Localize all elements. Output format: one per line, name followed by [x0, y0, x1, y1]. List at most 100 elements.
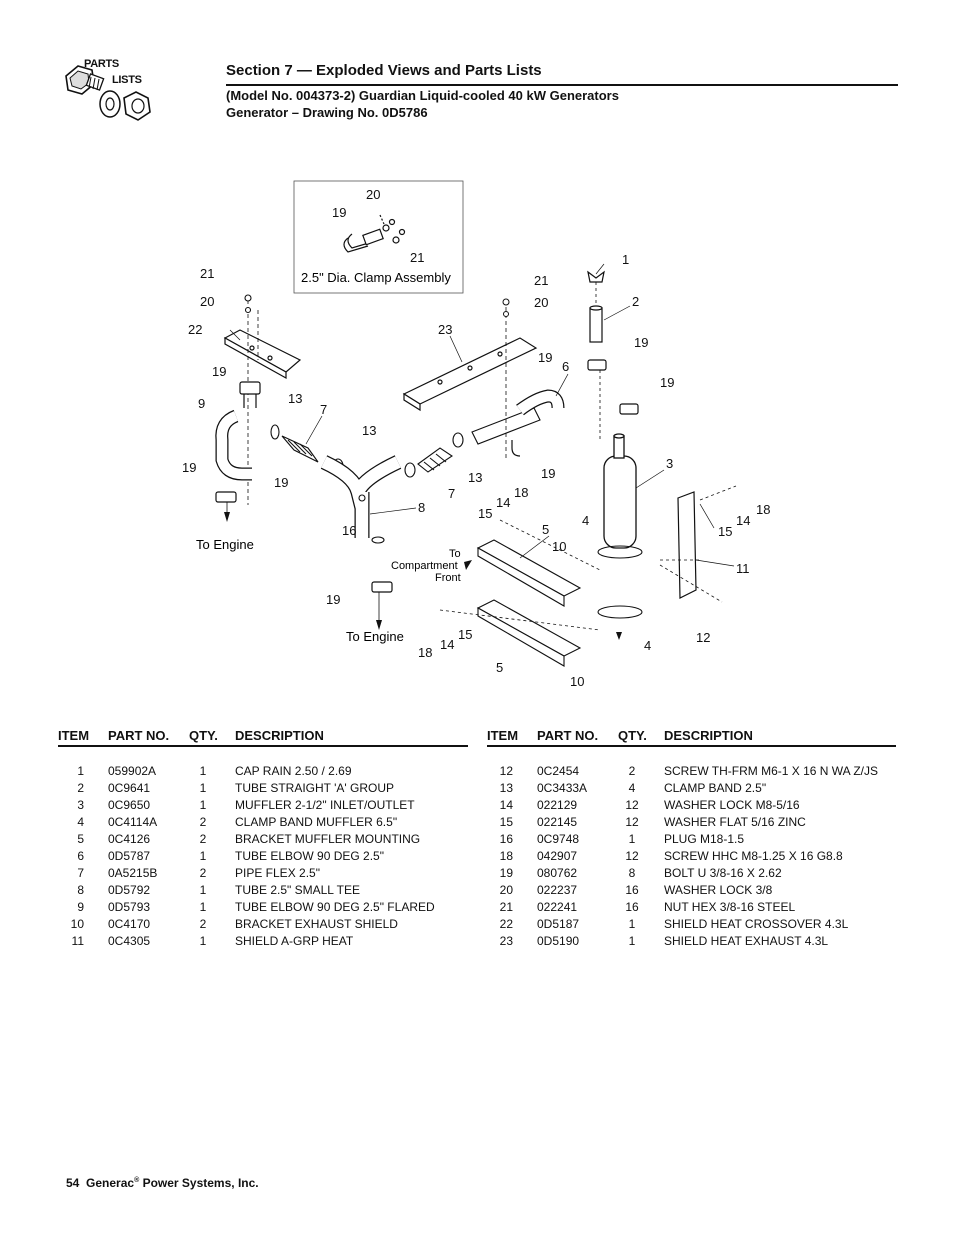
label-compartment-to: To	[449, 548, 461, 560]
cell-item: 4	[77, 815, 84, 829]
cell-item: 9	[77, 900, 84, 914]
cell-description: SHIELD HEAT CROSSOVER 4.3L	[664, 917, 849, 931]
cell-part-no: 0C9641	[108, 781, 151, 795]
svg-text:8: 8	[418, 500, 425, 515]
model-subtitle: (Model No. 004373-2) Guardian Liquid-coo…	[226, 88, 619, 103]
svg-text:19: 19	[541, 466, 555, 481]
svg-text:19: 19	[332, 205, 346, 220]
cell-part-no: 059902A	[108, 764, 157, 778]
svg-text:7: 7	[448, 486, 455, 501]
cell-qty: 16	[625, 900, 639, 914]
cell-part-no: 0D5793	[108, 900, 151, 914]
cell-qty: 2	[199, 866, 207, 880]
cell-part-no: 0C4114A	[108, 815, 158, 829]
label-compartment-front: Front	[435, 572, 461, 584]
section-title: Section 7 — Exploded Views and Parts Lis…	[226, 62, 542, 79]
parts-lists-logo	[65, 65, 151, 121]
cell-qty: 8	[628, 866, 636, 880]
cell-item: 7	[77, 866, 84, 880]
header-qty: QTY.	[189, 728, 218, 743]
cell-item: 10	[70, 917, 84, 931]
cell-part-no: 0C3433A	[537, 781, 588, 795]
cell-qty: 2	[628, 764, 636, 778]
cell-qty: 2	[199, 917, 207, 931]
label-compartment: Compartment	[391, 560, 458, 572]
cell-qty: 4	[628, 781, 636, 795]
cell-description: CLAMP BAND MUFFLER 6.5"	[235, 815, 398, 829]
cell-item: 20	[499, 883, 513, 897]
cell-item: 12	[499, 764, 513, 778]
cell-qty: 1	[628, 917, 636, 931]
muffler	[603, 433, 637, 549]
cell-item: 22	[499, 917, 513, 931]
cell-part-no: 0D5187	[537, 917, 580, 931]
cell-description: WASHER LOCK M8-5/16	[664, 798, 800, 812]
cell-description: CAP RAIN 2.50 / 2.69	[235, 764, 352, 778]
cell-item: 5	[77, 832, 84, 846]
cell-description: NUT HEX 3/8-16 STEEL	[664, 900, 796, 914]
header-item: ITEM	[58, 728, 90, 743]
cell-qty: 1	[199, 934, 207, 948]
cell-description: TUBE ELBOW 90 DEG 2.5"	[235, 849, 384, 863]
svg-text:18: 18	[418, 645, 432, 660]
cell-qty: 12	[625, 849, 639, 863]
logo-lists-text: LISTS	[112, 74, 142, 86]
cell-description: TUBE STRAIGHT 'A' GROUP	[235, 781, 395, 795]
cell-description: BRACKET MUFFLER MOUNTING	[235, 832, 421, 846]
cell-item: 19	[499, 866, 513, 880]
table-header: ITEM PART NO. QTY. DESCRIPTION	[58, 726, 468, 747]
cell-qty: 1	[199, 883, 207, 897]
cell-qty: 2	[199, 815, 207, 829]
table-row: 22 0D5187 1 SHIELD HEAT CROSSOVER 4.3L	[487, 917, 896, 934]
svg-text:10: 10	[570, 674, 584, 689]
svg-text:5: 5	[542, 522, 549, 537]
cell-item: 15	[499, 815, 513, 829]
page-footer: 54 Generac® Power Systems, Inc.	[66, 1176, 259, 1190]
svg-text:18: 18	[756, 502, 770, 517]
cell-qty: 16	[625, 883, 639, 897]
table-header: ITEM PART NO. QTY. DESCRIPTION	[487, 726, 896, 747]
svg-text:18: 18	[514, 485, 528, 500]
cell-part-no: 0D5787	[108, 849, 151, 863]
label-to-engine-bottom: To Engine	[346, 629, 404, 644]
label-to-engine-left: To Engine	[196, 537, 254, 552]
cell-description: SCREW HHC M8-1.25 X 16 G8.8	[664, 849, 843, 863]
svg-text:19: 19	[326, 592, 340, 607]
header-desc: DESCRIPTION	[664, 728, 753, 743]
cell-description: WASHER FLAT 5/16 ZINC	[664, 815, 806, 829]
svg-text:10: 10	[552, 539, 566, 554]
svg-text:4: 4	[644, 638, 651, 653]
svg-text:20: 20	[534, 295, 548, 310]
cell-qty: 12	[625, 815, 639, 829]
svg-text:12: 12	[696, 630, 710, 645]
svg-text:9: 9	[198, 396, 205, 411]
cell-part-no: 0D5792	[108, 883, 151, 897]
cell-item: 11	[71, 934, 84, 948]
svg-text:13: 13	[288, 391, 302, 406]
cell-item: 13	[499, 781, 513, 795]
crossover-shield	[223, 329, 302, 380]
svg-text:15: 15	[718, 524, 732, 539]
inset-caption: 2.5" Dia. Clamp Assembly	[301, 270, 451, 285]
cell-description: PIPE FLEX 2.5"	[235, 866, 320, 880]
cell-qty: 1	[199, 849, 207, 863]
svg-text:5: 5	[496, 660, 503, 675]
cell-description: WASHER LOCK 3/8	[664, 883, 773, 897]
cell-qty: 1	[628, 934, 636, 948]
svg-text:11: 11	[736, 561, 750, 576]
exploded-view-diagram: 2.5" Dia. Clamp Assembly	[182, 180, 770, 689]
cell-part-no: 0C4126	[108, 832, 151, 846]
header-part: PART NO.	[108, 728, 170, 743]
